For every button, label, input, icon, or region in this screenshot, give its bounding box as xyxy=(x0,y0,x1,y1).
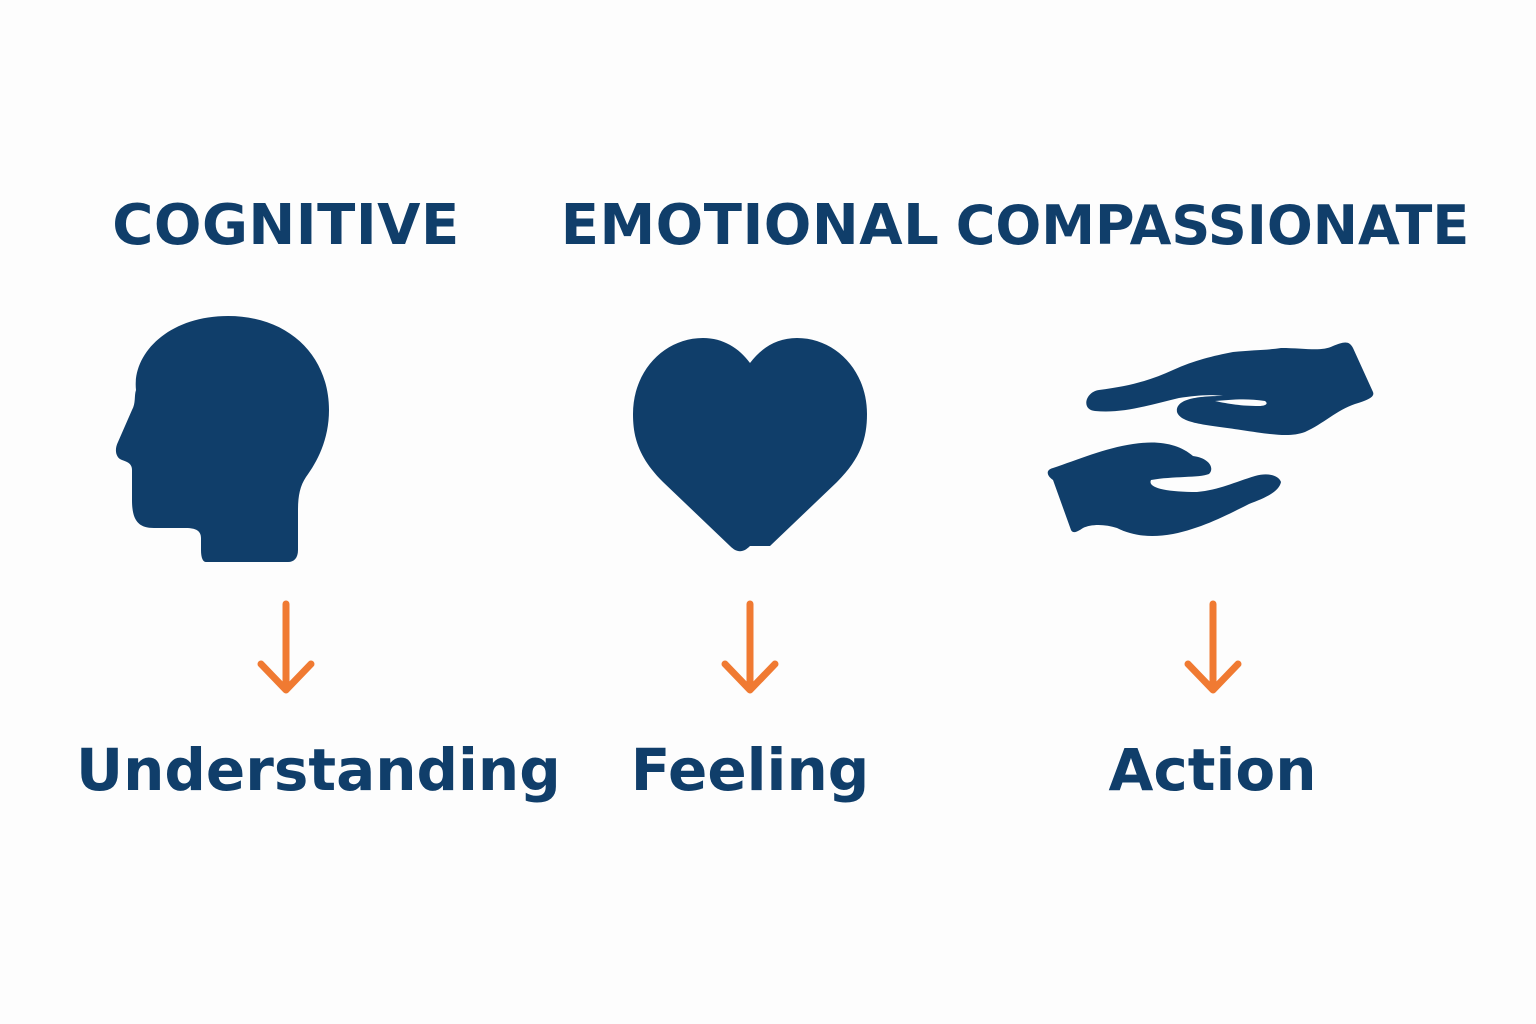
column-cognitive: COGNITIVE Understanding xyxy=(76,0,561,1024)
category-cognitive-heading: COGNITIVE xyxy=(112,193,460,258)
arrow-down-icon xyxy=(251,598,321,702)
column-compassionate: COMPASSIONATE Action xyxy=(955,0,1470,1024)
category-emotional-heading: EMOTIONAL xyxy=(560,193,940,258)
arrow-down-icon xyxy=(1178,598,1248,702)
heart-icon xyxy=(570,300,930,580)
helping-hands-icon xyxy=(1033,300,1393,580)
column-emotional: EMOTIONAL Feeling xyxy=(540,0,960,1024)
arrow-down-icon xyxy=(715,598,785,702)
category-compassionate-heading: COMPASSIONATE xyxy=(955,194,1470,257)
outcome-feeling: Feeling xyxy=(630,736,870,804)
outcome-action: Action xyxy=(1108,736,1317,804)
outcome-understanding: Understanding xyxy=(76,736,561,804)
head-profile-icon xyxy=(106,300,466,580)
